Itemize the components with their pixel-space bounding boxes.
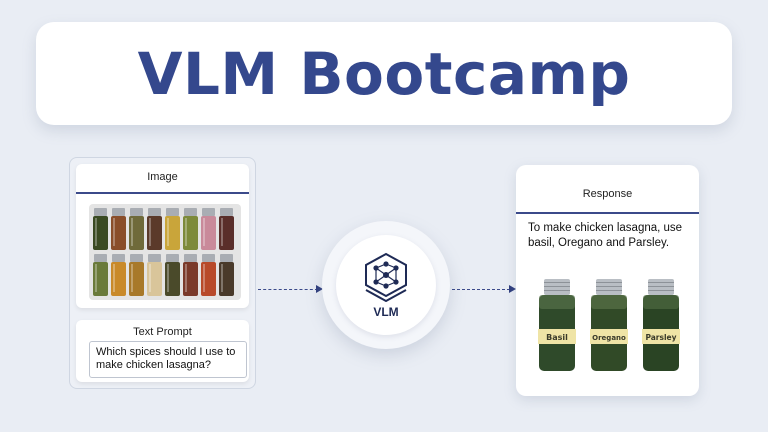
text-prompt-card: Text Prompt Which spices should I use to… (76, 320, 249, 382)
text-prompt-input: Which spices should I use to make chicke… (89, 341, 247, 378)
spice-jar (201, 216, 216, 250)
spice-jar (147, 262, 162, 296)
spice-jar (111, 216, 126, 250)
spice-jar-shine (149, 218, 151, 246)
image-card: Image (76, 164, 249, 308)
image-card-divider (76, 192, 249, 194)
oregano-label: Oregano (592, 334, 626, 342)
spice-jar-shine (131, 264, 133, 292)
spice-jar-lid (112, 208, 125, 216)
response-title: Response (582, 188, 633, 200)
page-title: VLM Bootcamp (137, 39, 631, 108)
spice-jar-shine (113, 218, 115, 246)
spice-jar-lid (166, 254, 179, 262)
spice-jar-lid (184, 254, 197, 262)
spice-jar-lid (220, 254, 233, 262)
spice-jar-shine (95, 218, 97, 246)
input-panel: Image Text Prompt Which spices should I … (69, 157, 256, 389)
spice-jar (129, 216, 144, 250)
spice-jar-shine (167, 218, 169, 246)
vlm-node-inner: VLM (336, 235, 436, 335)
vlm-to-response-connector (452, 289, 510, 290)
parsley-jar-image: Parsley (642, 279, 680, 371)
oregano-jar-image: Oregano (590, 279, 628, 371)
neural-network-cube-icon (365, 252, 407, 302)
response-text: To make chicken lasagna, use basil, Oreg… (528, 222, 683, 249)
spice-jar-shine (95, 264, 97, 292)
parsley-label: Parsley (645, 333, 676, 342)
spice-jar (183, 216, 198, 250)
spice-jar-shine (113, 264, 115, 292)
spice-jar (111, 262, 126, 296)
spice-jar-lid (112, 254, 125, 262)
spice-jars-illustration (93, 208, 234, 296)
spice-jar-shine (167, 264, 169, 292)
vlm-node: VLM (322, 221, 450, 349)
arrow-right-icon (316, 285, 323, 293)
spice-jar (129, 262, 144, 296)
input-to-vlm-connector (258, 289, 318, 290)
response-divider (516, 212, 699, 214)
text-prompt-title: Text Prompt (133, 326, 192, 338)
spice-jar-lid (202, 208, 215, 216)
spice-jar (183, 262, 198, 296)
spice-jar (93, 262, 108, 296)
spice-jar-shine (149, 264, 151, 292)
spice-jar-lid (130, 254, 143, 262)
spice-jar-shine (221, 264, 223, 292)
spice-jar-shine (185, 218, 187, 246)
spice-jar-lid (94, 208, 107, 216)
image-card-title: Image (147, 171, 178, 183)
spice-jar-shine (185, 264, 187, 292)
spice-jar (219, 262, 234, 296)
response-card: Response To make chicken lasagna, use ba… (516, 165, 699, 396)
spice-jar-shine (221, 218, 223, 246)
spice-jar-lid (94, 254, 107, 262)
spice-jar-shine (203, 218, 205, 246)
arrow-right-icon (509, 285, 516, 293)
spice-jar (219, 216, 234, 250)
spice-jar (165, 216, 180, 250)
spice-jar-lid (166, 208, 179, 216)
spice-jar-lid (130, 208, 143, 216)
spice-jar (165, 262, 180, 296)
basil-jar-image: Basil (538, 279, 576, 371)
spice-jar (93, 216, 108, 250)
spice-jar-lid (148, 254, 161, 262)
vlm-label: VLM (373, 305, 399, 319)
spice-jar-shine (131, 218, 133, 246)
spice-jar-lid (148, 208, 161, 216)
spice-jars-image (89, 204, 241, 300)
spice-jar-lid (220, 208, 233, 216)
spice-jar (201, 262, 216, 296)
spice-jar (147, 216, 162, 250)
basil-label: Basil (546, 333, 568, 342)
spice-jar-shine (203, 264, 205, 292)
spice-jar-lid (184, 208, 197, 216)
spice-jar-lid (202, 254, 215, 262)
title-banner: VLM Bootcamp (36, 22, 732, 125)
